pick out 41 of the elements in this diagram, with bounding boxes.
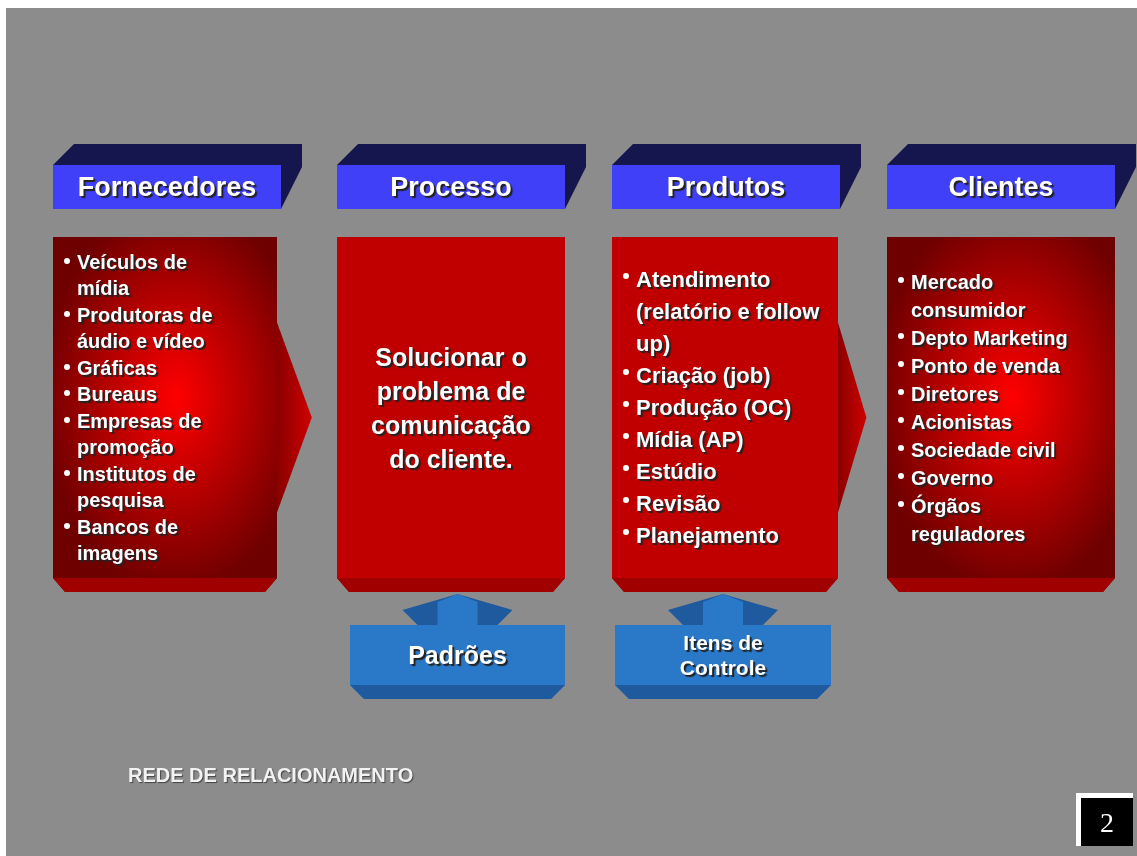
arrow: [838, 322, 867, 513]
arrow: [277, 322, 312, 513]
header-bar: [887, 144, 1136, 209]
list-item: Veículos de mídia: [61, 248, 229, 302]
list-item: Governo: [895, 463, 1075, 492]
list-item: Criação (job): [620, 359, 836, 392]
content-box: [337, 237, 565, 592]
footer-text: REDE DE RELACIONAMENTO: [128, 764, 414, 787]
header-bar: [337, 144, 586, 209]
list-item: Bancos de imagens: [61, 513, 229, 567]
list-item: Atendimento (relatório e follow up): [620, 263, 836, 360]
list-item: Planejamento: [620, 519, 836, 552]
list-item: Ponto de venda: [895, 351, 1075, 380]
header-bar: [53, 144, 302, 209]
list-item: Mídia (AP): [620, 423, 836, 456]
list-item: Órgãos reguladores: [895, 491, 1075, 548]
header-bar: [612, 144, 861, 209]
list-item: Institutos de pesquisa: [61, 460, 229, 514]
box-label: Itens de Controle: [678, 629, 768, 681]
list-item: Empresas de promoção: [61, 407, 229, 461]
column-title: Produtos: [665, 171, 787, 204]
list-item: Mercado consumidor: [895, 267, 1075, 324]
list-item: Produtoras de áudio e vídeo: [61, 301, 229, 355]
list-item: Bureaus: [61, 381, 229, 408]
page-number: 2: [1076, 793, 1133, 846]
content-box: [887, 237, 1115, 592]
list-item: Estúdio: [620, 455, 836, 488]
list-item: Revisão: [620, 487, 836, 520]
list-item: Diretores: [895, 379, 1075, 408]
list-item: Acionistas: [895, 407, 1075, 436]
column-title: Fornecedores: [76, 171, 258, 204]
column-title: Processo: [389, 171, 513, 204]
arrow: [668, 594, 778, 625]
list-item: Gráficas: [61, 354, 229, 381]
box-text: Solucionar o problema de comunicação do cliente.: [370, 341, 532, 475]
column-title: Clientes: [947, 171, 1055, 204]
box-label: Padrões: [407, 640, 508, 671]
list-item: Depto Marketing: [895, 323, 1075, 352]
arrow: [402, 594, 513, 625]
list-item: Produção (OC): [620, 391, 836, 424]
list-item: Sociedade civil: [895, 435, 1075, 464]
